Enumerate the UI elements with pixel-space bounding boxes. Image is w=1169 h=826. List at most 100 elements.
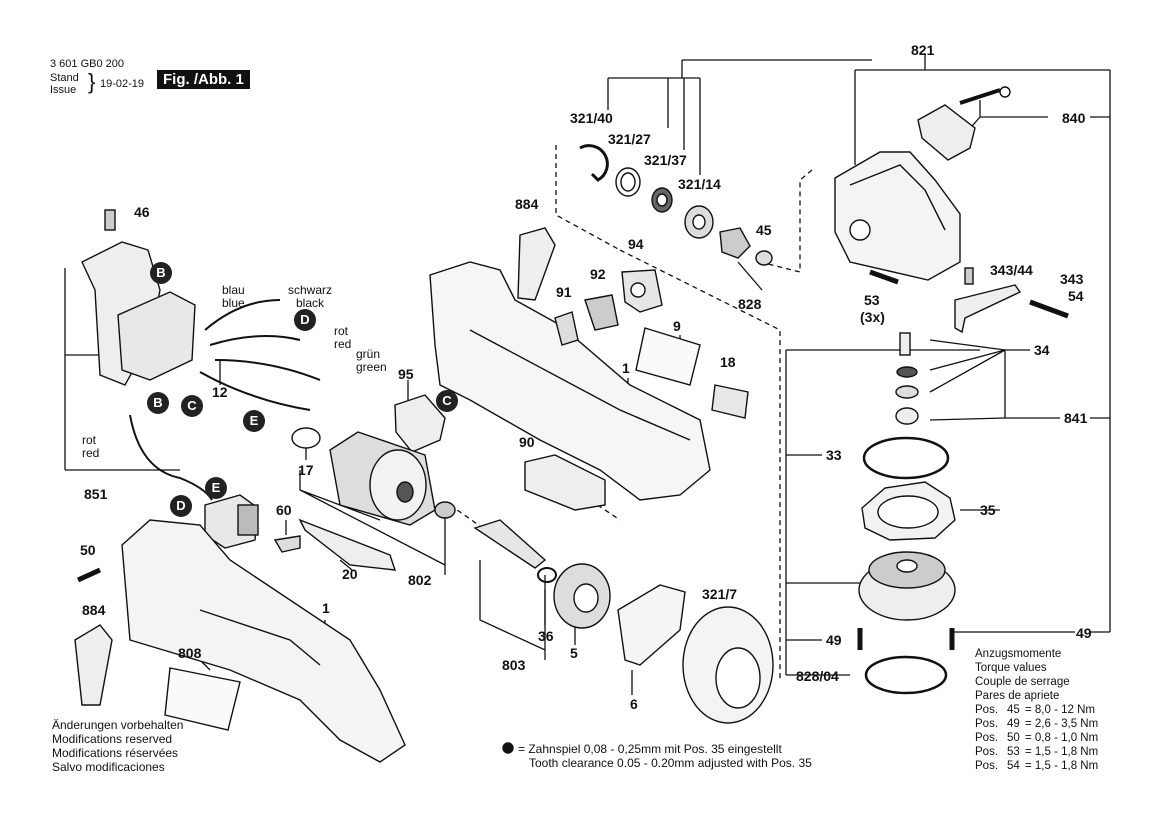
part-number: 321/7 xyxy=(702,586,738,602)
part-number: 5 xyxy=(570,645,578,661)
torque-num: 53 xyxy=(1007,746,1020,758)
part-number: 802 xyxy=(408,572,432,588)
part-number: 91 xyxy=(556,284,572,300)
part-number: 49 xyxy=(826,632,842,648)
part-number: 17 xyxy=(298,462,314,478)
part-number: 321/14 xyxy=(678,176,721,192)
connector-marker-c: C xyxy=(181,395,203,417)
part-number: 50 xyxy=(80,542,96,558)
torque-value: = 0,8 - 1,0 Nm xyxy=(1025,732,1099,744)
stand-label: Stand xyxy=(50,72,79,84)
part-number: 46 xyxy=(134,204,150,220)
part-number: 840 xyxy=(1062,110,1086,126)
torque-value: = 2,6 - 3,5 Nm xyxy=(1025,718,1099,730)
connector-marker-e: E xyxy=(243,410,265,432)
torque-value: = 8,0 - 12 Nm xyxy=(1025,704,1095,716)
note-es: Salvo modificaciones xyxy=(52,760,165,774)
part-number: 884 xyxy=(82,602,106,618)
torque-value: = 1,5 - 1,8 Nm xyxy=(1025,760,1099,772)
part-number: (3x) xyxy=(860,309,885,325)
issue-date: 19-02-19 xyxy=(100,78,145,90)
connector-marker-e: E xyxy=(205,477,227,499)
part-number: 53 xyxy=(864,292,880,308)
wire-label: green xyxy=(356,360,387,374)
part-number: 343 xyxy=(1060,271,1084,287)
part-number: 821 xyxy=(911,42,935,58)
wire-label: blue xyxy=(222,296,245,310)
part-number: 54 xyxy=(1068,288,1084,304)
wire-label: blau xyxy=(222,283,245,297)
part-number: 321/27 xyxy=(608,131,651,147)
wire-label: schwarz xyxy=(288,283,333,297)
clearance-note-de: = Zahnspiel 0,08 - 0,25mm mit Pos. 35 ei… xyxy=(518,742,782,756)
connector-marker-b: B xyxy=(150,262,172,284)
part-number: 851 xyxy=(84,486,108,502)
part-number: 841 xyxy=(1064,410,1088,426)
part-number: 49 xyxy=(1076,625,1092,641)
torque-title-en: Torque values xyxy=(975,662,1047,674)
torque-num: 45 xyxy=(1007,704,1020,716)
torque-table: Anzugsmomente Torque values Couple de se… xyxy=(975,647,1098,773)
wire-label: red xyxy=(82,446,100,460)
part-number: 18 xyxy=(720,354,736,370)
connector-marker-d: D xyxy=(170,495,192,517)
part-number: 45 xyxy=(756,222,772,238)
torque-row: Pos. 53 = 1,5 - 1,8 Nm xyxy=(975,745,1098,759)
part-number: 828 xyxy=(738,296,762,312)
issue-label: Issue xyxy=(50,84,77,96)
part-number: 321/37 xyxy=(644,152,687,168)
part-number: 9 xyxy=(673,318,681,334)
part-number: 803 xyxy=(502,657,526,673)
note-fr: Modifications réservées xyxy=(52,746,179,760)
connector-marker-b: B xyxy=(147,392,169,414)
torque-row: Pos.54= 1,5 - 1,8 Nm xyxy=(975,759,1098,773)
part-number: 90 xyxy=(519,434,535,450)
torque-title-es: Pares de apriete xyxy=(975,690,1060,702)
torque-title-fr: Couple de serrage xyxy=(975,676,1070,688)
torque-row: Pos. 50 = 0,8 - 1,0 Nm xyxy=(975,731,1098,745)
part-number: 60 xyxy=(276,502,292,518)
connector-marker-d: D xyxy=(294,309,316,331)
part-number: 1 xyxy=(622,360,630,376)
part-number: 92 xyxy=(590,266,606,282)
part-number: 34 xyxy=(1034,342,1050,358)
note-de: Änderungen vorbehalten xyxy=(52,718,184,732)
wire-label: black xyxy=(296,296,325,310)
wire-label: rot xyxy=(334,324,349,338)
part-number: 884 xyxy=(515,196,539,212)
part-number: 321/40 xyxy=(570,110,613,126)
torque-pos: Pos. xyxy=(975,760,999,772)
torque-value: = 1,5 - 1,8 Nm xyxy=(1025,746,1099,758)
connector-marker-c: C xyxy=(436,390,458,412)
torque-pos: Pos. xyxy=(975,718,999,730)
figure-badge: Fig. /Abb. 1 xyxy=(157,70,250,89)
note-en: Modifications reserved xyxy=(52,732,173,746)
part-number: 808 xyxy=(178,645,202,661)
part-number: 20 xyxy=(342,566,358,582)
part-number: 828/04 xyxy=(796,668,839,684)
part-number: 95 xyxy=(398,366,414,382)
part-number: 33 xyxy=(826,447,842,463)
part-number: 94 xyxy=(628,236,644,252)
part-number: 35 xyxy=(980,502,996,518)
part-number: 343/44 xyxy=(990,262,1033,278)
wire-label: rot xyxy=(82,433,97,447)
modification-notes: Änderungen vorbehalten Modifications res… xyxy=(52,718,183,774)
part-number: 36 xyxy=(538,628,554,644)
torque-pos: Pos. xyxy=(975,732,999,744)
torque-pos: Pos. xyxy=(975,746,999,758)
clearance-note: = Zahnspiel 0,08 - 0,25mm mit Pos. 35 ei… xyxy=(518,742,812,770)
torque-row: Pos. 45 = 8,0 - 12 Nm xyxy=(975,703,1098,717)
torque-title-de: Anzugsmomente xyxy=(975,648,1062,660)
part-number: 12 xyxy=(212,384,228,400)
torque-num: 50 xyxy=(1007,732,1020,744)
wire-label: grün xyxy=(356,347,381,361)
torque-pos: Pos. xyxy=(975,704,999,716)
torque-row: Pos.49= 2,6 - 3,5 Nm xyxy=(975,717,1098,731)
part-number: 6 xyxy=(630,696,638,712)
clearance-note-en: Tooth clearance 0.05 - 0.20mm adjusted w… xyxy=(529,756,812,770)
doc-number: 3 601 GB0 200 xyxy=(50,58,125,70)
part-number: 1 xyxy=(322,600,330,616)
